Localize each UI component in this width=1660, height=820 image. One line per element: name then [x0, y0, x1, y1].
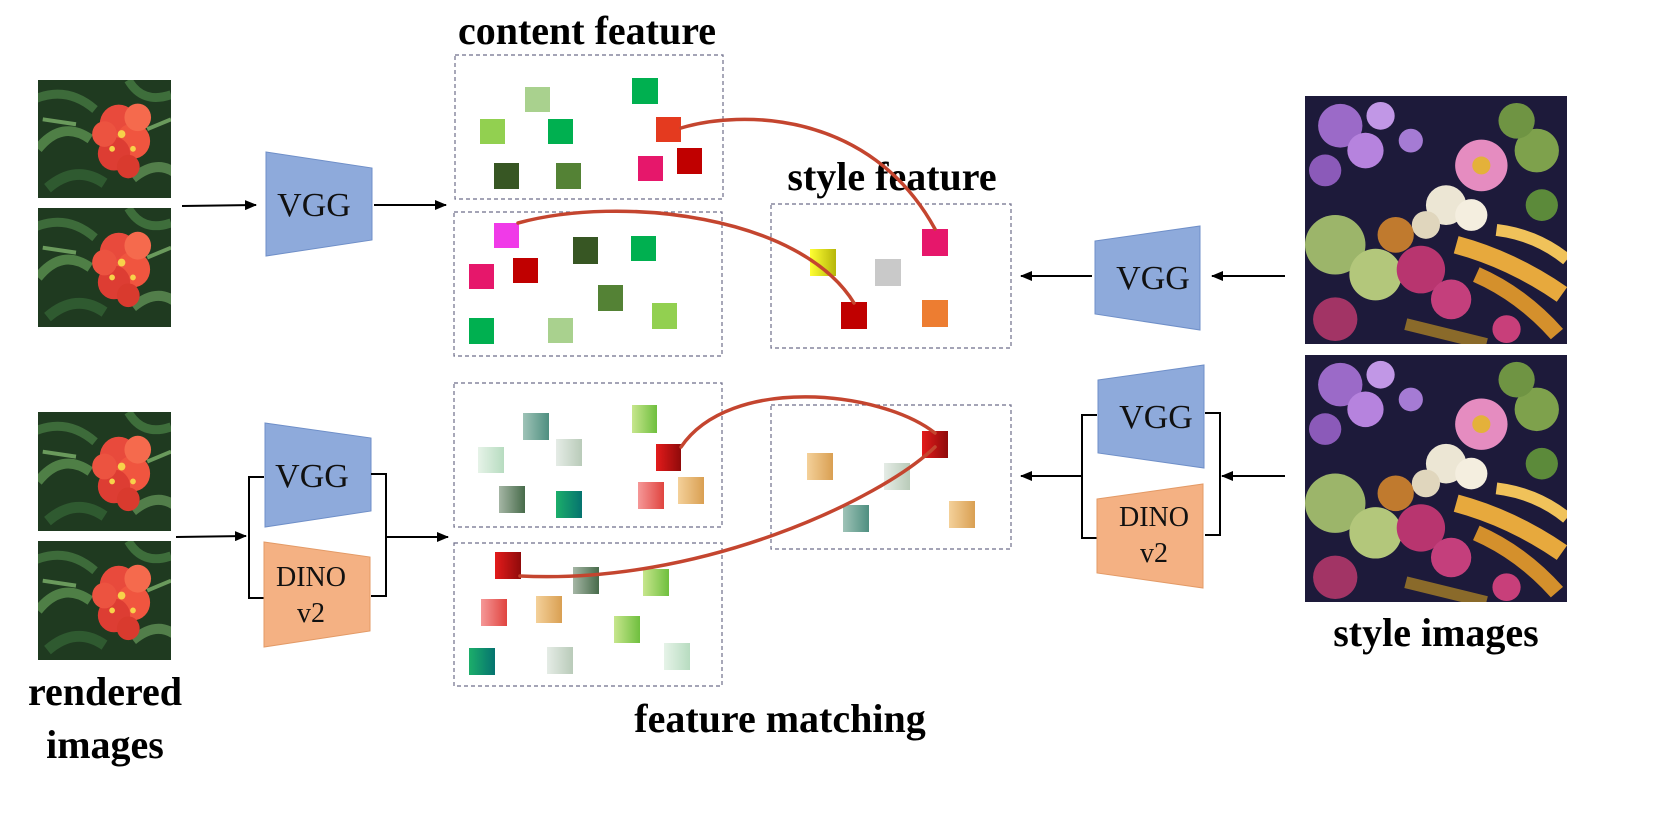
feature-square	[523, 413, 549, 440]
feature-square	[480, 119, 505, 144]
dino-encoder-bottom-left	[263, 541, 371, 648]
rendered-images-label-line2: images	[46, 722, 164, 767]
feature-square	[841, 302, 867, 329]
vgg-encoder-right-top-label: VGG	[1116, 260, 1190, 297]
arrow-rendered-to-encoders	[175, 531, 247, 542]
feature-square	[469, 264, 494, 289]
feature-square	[499, 486, 525, 513]
feature-square	[643, 569, 669, 596]
dino-left-label-2: v2	[297, 598, 325, 629]
feature-square	[638, 482, 664, 509]
vgg-encoder-right-bottom-label: VGG	[1119, 399, 1193, 436]
content-feature-box-1	[454, 54, 724, 200]
feature-square	[598, 285, 623, 311]
style-image-1	[1305, 96, 1567, 344]
rendered-image-3	[38, 412, 171, 531]
feature-square	[843, 505, 869, 532]
feature-matching-label: feature matching	[634, 696, 925, 741]
dino-encoder-right	[1096, 483, 1204, 589]
feature-square	[469, 318, 494, 344]
dino-right-label-1: DINO	[1119, 502, 1189, 533]
rendered-image-1	[38, 80, 171, 198]
vgg-encoder-bottom-label: VGG	[275, 458, 349, 495]
feature-square	[656, 117, 681, 142]
rendered-images-label-line1: rendered	[28, 669, 182, 714]
feature-square	[548, 318, 573, 343]
feature-square	[494, 163, 519, 189]
vgg-encoder-right-bottom	[1097, 364, 1205, 469]
bracket-left-input	[248, 476, 264, 599]
feature-square	[495, 552, 521, 579]
feature-square	[614, 616, 640, 643]
style-feature-box-top	[770, 203, 1012, 349]
feature-square	[547, 647, 573, 674]
match-line-3	[679, 395, 937, 449]
feature-square	[631, 236, 656, 261]
vgg-encoder-top-label: VGG	[277, 187, 351, 224]
match-line-1	[679, 117, 937, 231]
vgg-encoder-bottom	[264, 422, 372, 528]
feature-square	[513, 258, 538, 283]
feature-square	[469, 648, 495, 675]
feature-square	[677, 148, 702, 174]
feature-square	[481, 599, 507, 626]
bracket-left-output	[371, 473, 387, 597]
match-line-2	[516, 209, 856, 305]
feature-square	[556, 163, 581, 189]
feature-square	[875, 259, 901, 286]
style-image-2	[1305, 355, 1567, 602]
feature-square	[949, 501, 975, 528]
feature-square	[632, 78, 658, 104]
feature-square	[573, 237, 598, 264]
feature-square	[807, 453, 833, 480]
content-feature-box-3	[453, 382, 723, 528]
match-line-4	[518, 445, 937, 579]
rendered-image-4	[38, 541, 171, 660]
style-feature-box-bottom	[770, 404, 1012, 550]
style-images-label: style images	[1333, 610, 1539, 655]
feature-square	[525, 87, 550, 112]
style-feature-label: style feature	[787, 154, 996, 199]
feature-square	[478, 447, 504, 473]
feature-square	[652, 303, 677, 329]
rendered-image-2	[38, 208, 171, 327]
feature-square	[922, 229, 948, 256]
content-feature-label: content feature	[458, 8, 716, 53]
feature-square	[548, 119, 573, 144]
bracket-right-input	[1205, 412, 1221, 536]
vgg-encoder-top	[265, 151, 373, 257]
feature-square	[664, 643, 690, 670]
feature-square	[556, 491, 582, 518]
feature-square	[494, 223, 519, 248]
content-feature-box-4	[453, 542, 723, 687]
arrow-rendered-to-vgg	[181, 200, 257, 211]
feature-square	[632, 405, 657, 433]
feature-square	[678, 477, 704, 504]
feature-square	[922, 300, 948, 327]
feature-square	[573, 567, 599, 594]
bracket-right-output	[1081, 414, 1097, 539]
feature-square	[556, 439, 582, 466]
vgg-encoder-right-top	[1094, 225, 1201, 331]
feature-square	[638, 156, 663, 181]
dino-left-label-1: DINO	[276, 562, 346, 593]
feature-square	[656, 444, 681, 471]
dino-right-label-2: v2	[1140, 538, 1168, 569]
feature-square	[536, 596, 562, 623]
